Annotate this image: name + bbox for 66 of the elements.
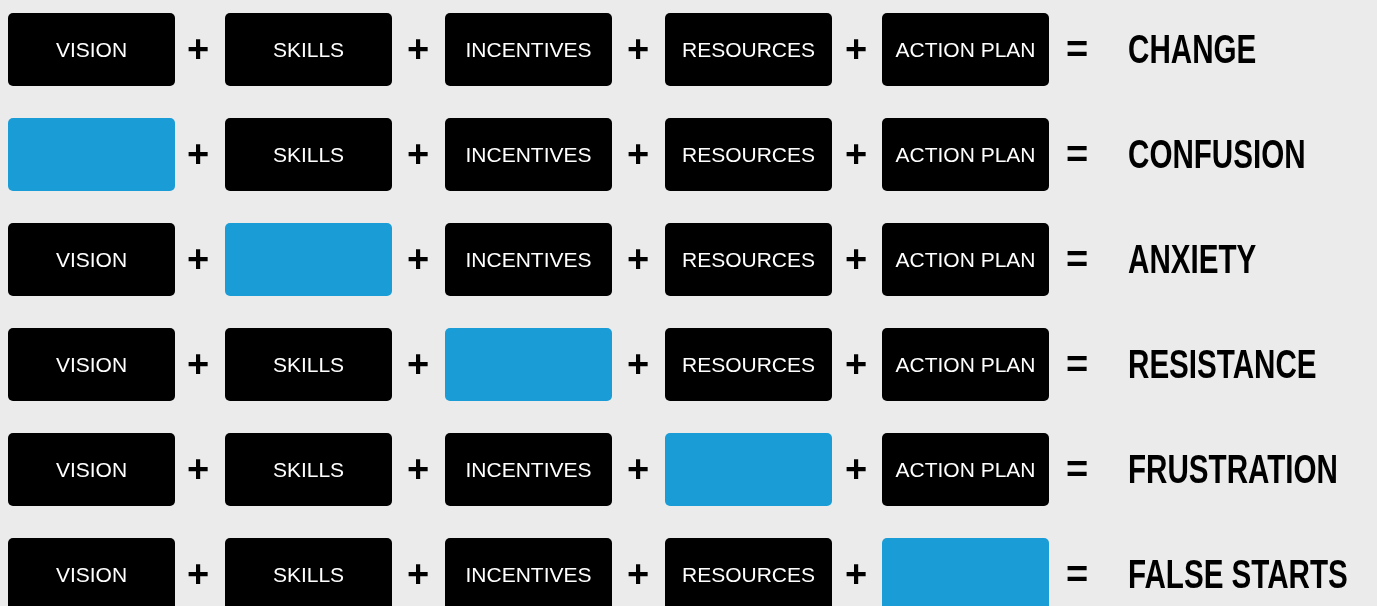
term-box: SKILLS — [225, 433, 392, 506]
term-box: ACTION PLAN — [882, 433, 1049, 506]
term-box: VISION — [8, 433, 175, 506]
equals-sign: = — [1066, 239, 1089, 279]
term-box: SKILLS — [225, 13, 392, 86]
plus-sign: + — [845, 239, 868, 279]
plus-sign: + — [187, 554, 210, 594]
blank-box — [665, 433, 832, 506]
plus-sign: + — [407, 344, 430, 384]
term-box: RESOURCES — [665, 118, 832, 191]
term-box: INCENTIVES — [445, 538, 612, 606]
plus-sign: + — [845, 344, 868, 384]
plus-sign: + — [407, 134, 430, 174]
term-box: RESOURCES — [665, 13, 832, 86]
result-label: FALSE STARTS — [1128, 552, 1348, 596]
plus-sign: + — [407, 449, 430, 489]
plus-sign: + — [407, 554, 430, 594]
plus-sign: + — [627, 554, 650, 594]
equals-sign: = — [1066, 344, 1089, 384]
result-label: FRUSTRATION — [1128, 447, 1338, 491]
plus-sign: + — [627, 449, 650, 489]
plus-sign: + — [407, 29, 430, 69]
plus-sign: + — [845, 134, 868, 174]
term-box: INCENTIVES — [445, 223, 612, 296]
term-box: INCENTIVES — [445, 13, 612, 86]
term-box: ACTION PLAN — [882, 223, 1049, 296]
term-box: RESOURCES — [665, 223, 832, 296]
term-box: VISION — [8, 13, 175, 86]
term-box: ACTION PLAN — [882, 13, 1049, 86]
result-label: RESISTANCE — [1128, 342, 1317, 386]
plus-sign: + — [845, 29, 868, 69]
term-box: SKILLS — [225, 118, 392, 191]
result-label: ANXIETY — [1128, 237, 1257, 281]
term-box: INCENTIVES — [445, 433, 612, 506]
plus-sign: + — [187, 134, 210, 174]
plus-sign: + — [627, 239, 650, 279]
result-label: CONFUSION — [1128, 132, 1306, 176]
result-label: CHANGE — [1128, 27, 1257, 71]
plus-sign: + — [845, 554, 868, 594]
plus-sign: + — [187, 29, 210, 69]
plus-sign: + — [627, 134, 650, 174]
plus-sign: + — [627, 29, 650, 69]
term-box: RESOURCES — [665, 328, 832, 401]
term-box: ACTION PLAN — [882, 328, 1049, 401]
plus-sign: + — [407, 239, 430, 279]
blank-box — [882, 538, 1049, 606]
term-box: RESOURCES — [665, 538, 832, 606]
blank-box — [445, 328, 612, 401]
plus-sign: + — [187, 239, 210, 279]
equals-sign: = — [1066, 554, 1089, 594]
plus-sign: + — [627, 344, 650, 384]
term-box: VISION — [8, 223, 175, 296]
term-box: SKILLS — [225, 328, 392, 401]
plus-sign: + — [845, 449, 868, 489]
equals-sign: = — [1066, 29, 1089, 69]
term-box: ACTION PLAN — [882, 118, 1049, 191]
blank-box — [225, 223, 392, 296]
term-box: VISION — [8, 328, 175, 401]
plus-sign: + — [187, 449, 210, 489]
term-box: VISION — [8, 538, 175, 606]
plus-sign: + — [187, 344, 210, 384]
equals-sign: = — [1066, 449, 1089, 489]
blank-box — [8, 118, 175, 191]
equals-sign: = — [1066, 134, 1089, 174]
term-box: INCENTIVES — [445, 118, 612, 191]
term-box: SKILLS — [225, 538, 392, 606]
